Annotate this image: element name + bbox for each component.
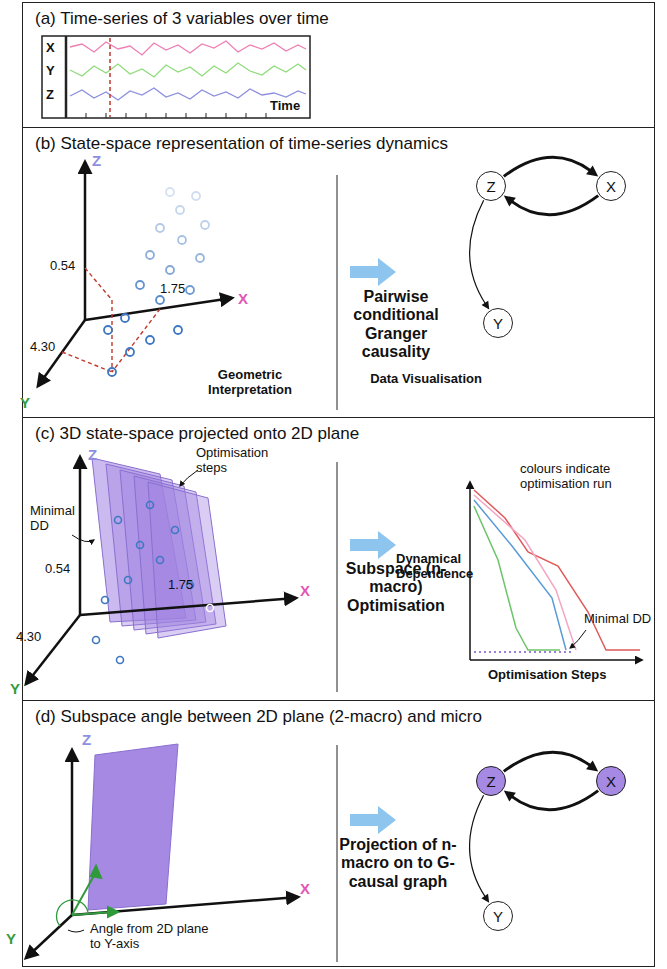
state-space-axes xyxy=(26,750,298,958)
axis-label: X xyxy=(300,582,310,599)
causal-arrow xyxy=(504,196,598,215)
flow-arrow xyxy=(350,531,396,559)
axis-label: Y xyxy=(20,394,30,411)
node-label: Z xyxy=(486,178,495,195)
node-label: X xyxy=(606,773,616,790)
axis-label: Time xyxy=(270,99,300,114)
panel-heading: (a) Time-series of 3 variables over time xyxy=(35,9,329,29)
graph-node: Y xyxy=(483,308,513,338)
chart-note: colours indicate optimisation run xyxy=(520,462,650,492)
axis-label: Z xyxy=(92,152,101,169)
callout-text: Minimal DD xyxy=(584,612,651,627)
axis-label: X xyxy=(238,290,248,307)
divider xyxy=(337,462,338,692)
leader-line xyxy=(72,470,198,542)
axis-label: Y xyxy=(10,680,20,697)
flow-arrow xyxy=(350,258,396,286)
caption-text: Data Visualisation xyxy=(356,372,496,387)
panel-heading: (b) State-space representation of time-s… xyxy=(35,134,448,154)
coordinate-value: 4.30 xyxy=(16,630,41,645)
macro-plane xyxy=(88,744,178,910)
causal-arrow xyxy=(470,795,490,902)
node-label: X xyxy=(606,178,616,195)
state-space-axes xyxy=(26,457,296,684)
node-label: Y xyxy=(493,908,503,925)
state-points xyxy=(93,502,214,664)
axis-label: Optimisation Steps xyxy=(488,668,606,683)
projection-guides xyxy=(62,268,160,372)
coordinate-value: 1.75 xyxy=(160,282,185,297)
divider xyxy=(337,175,338,410)
graph-node: X xyxy=(596,171,626,201)
causal-arrow xyxy=(504,791,598,810)
method-label: Pairwise conditional Granger causality xyxy=(340,288,452,362)
state-points xyxy=(104,188,209,376)
causal-arrow xyxy=(504,752,598,771)
caption-text: Geometric Interpretation xyxy=(190,368,310,398)
panel-heading: (c) 3D state-space projected onto 2D pla… xyxy=(35,424,359,444)
projection-planes xyxy=(92,458,226,638)
coordinate-value: 0.54 xyxy=(45,562,70,577)
panel: (a) Time-series of 3 variables over time xyxy=(22,2,655,128)
optimisation-chart xyxy=(470,482,642,660)
axis-label: Y xyxy=(6,930,16,947)
panel: (b) State-space representation of time-s… xyxy=(22,127,655,418)
graph-node: Y xyxy=(483,901,513,931)
axis-label: Z xyxy=(82,731,91,748)
node-label: Z xyxy=(486,773,495,790)
graph-node: X xyxy=(596,766,626,796)
coordinate-value: 0.54 xyxy=(50,259,75,274)
graph-node: Z xyxy=(476,171,506,201)
node-label: Y xyxy=(493,315,503,332)
callout-text: Minimal DD xyxy=(30,504,88,534)
coordinate-value: 1.75 xyxy=(168,578,193,593)
axis-label: Dynamical Dependence xyxy=(396,552,468,582)
axis-label: X xyxy=(300,880,310,897)
panel-heading: (d) Subspace angle between 2D plane (2-m… xyxy=(35,707,482,727)
panel: (c) 3D state-space projected onto 2D pla… xyxy=(22,417,655,701)
time-series-plot xyxy=(42,36,310,118)
leader-line xyxy=(68,930,84,932)
series-label: Z xyxy=(46,88,54,103)
axis-label: Z xyxy=(88,446,97,463)
series-label: Y xyxy=(46,64,55,79)
causal-arrow xyxy=(470,200,490,309)
causal-arrow xyxy=(504,157,598,176)
series-label: X xyxy=(46,41,55,56)
callout-text: Optimisation steps xyxy=(196,446,286,476)
subspace-vectors xyxy=(57,866,118,926)
divider xyxy=(337,745,338,962)
state-space-axes xyxy=(38,162,232,386)
method-label: Projection of n-macro on to G-causal gra… xyxy=(336,836,460,891)
callout-text: Angle from 2D plane to Y-axis xyxy=(90,922,220,952)
coordinate-value: 4.30 xyxy=(30,340,55,355)
flow-arrow xyxy=(350,806,396,834)
graph-node: Z xyxy=(476,766,506,796)
